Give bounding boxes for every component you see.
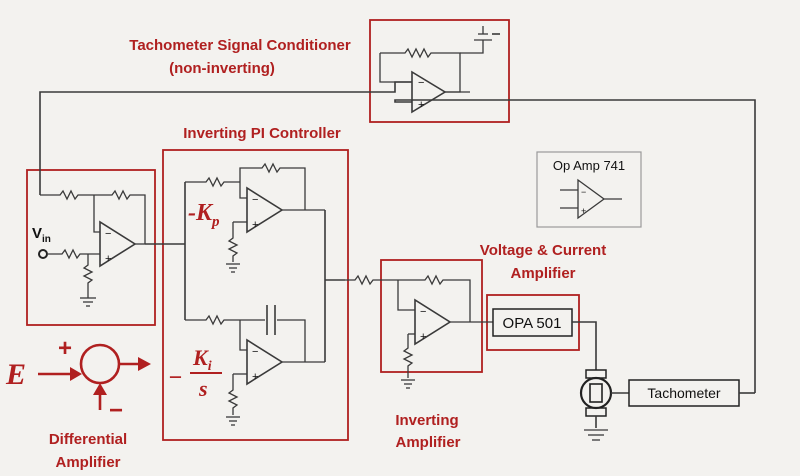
svg-text:−: − bbox=[252, 194, 258, 206]
tach-conditioner-box bbox=[369, 19, 510, 123]
voltage-current-title: Voltage & Current bbox=[480, 242, 606, 259]
ki-numerator: Ki bbox=[192, 345, 212, 374]
svg-text:+: + bbox=[252, 371, 258, 383]
minus-sign: − bbox=[109, 397, 123, 424]
inverting-ground bbox=[401, 379, 415, 389]
integral-ground bbox=[226, 416, 240, 426]
op-amp-legend-label: Op Amp 741 bbox=[553, 158, 625, 173]
differential-amp-title: Differential bbox=[49, 431, 127, 448]
op-amp-legend: Op Amp 741 − + bbox=[536, 151, 642, 228]
plus-sign: + bbox=[58, 335, 72, 362]
vin-terminal bbox=[38, 249, 48, 259]
differential-opamp: − + bbox=[99, 220, 137, 268]
differential-ground bbox=[80, 297, 96, 307]
differential-amp-box bbox=[26, 169, 156, 326]
opa501-label: OPA 501 bbox=[503, 315, 562, 332]
svg-text:−: − bbox=[418, 77, 424, 89]
tach-conditioner-opamp: − + bbox=[411, 70, 447, 114]
voltage-current-subtitle: Amplifier bbox=[510, 265, 575, 282]
differential-amp-subtitle: Amplifier bbox=[55, 454, 120, 471]
opa501-block bbox=[492, 308, 573, 337]
svg-text:−: − bbox=[420, 306, 426, 318]
vin-label: Vin bbox=[32, 225, 51, 245]
svg-text:+: + bbox=[252, 219, 258, 231]
kp-label: -Kp bbox=[188, 200, 220, 230]
svg-text:−: − bbox=[581, 187, 586, 197]
ki-sign: − bbox=[168, 365, 183, 391]
tach-conditioner-title: Tachometer Signal Conditioner bbox=[129, 37, 351, 54]
inverting-opamp: − + bbox=[414, 298, 452, 346]
tach-conditioner-ground-battery bbox=[474, 26, 500, 41]
svg-text:+: + bbox=[105, 253, 111, 265]
integrator-capacitor bbox=[266, 305, 276, 335]
proportional-opamp: − + bbox=[246, 186, 284, 234]
svg-text:+: + bbox=[420, 331, 426, 343]
tachometer-label: Tachometer bbox=[647, 385, 720, 401]
e-label: E bbox=[5, 358, 26, 391]
tach-conditioner-subtitle: (non-inverting) bbox=[169, 60, 275, 77]
motor-ground bbox=[584, 429, 608, 441]
svg-text:+: + bbox=[581, 206, 586, 216]
svg-text:−: − bbox=[252, 346, 258, 358]
ki-denominator: s bbox=[198, 376, 208, 401]
motor-symbol bbox=[579, 369, 629, 417]
svg-text:−: − bbox=[105, 228, 111, 240]
inverting-amp-subtitle: Amplifier bbox=[395, 434, 460, 451]
inverting-amp-title: Inverting bbox=[395, 412, 458, 429]
pi-controller-title: Inverting PI Controller bbox=[183, 125, 341, 142]
integral-opamp: − + bbox=[246, 338, 284, 386]
pi-controller-box bbox=[162, 149, 349, 441]
tachometer-block bbox=[628, 379, 740, 407]
svg-text:+: + bbox=[418, 99, 424, 111]
proportional-ground bbox=[226, 263, 240, 273]
summing-junction: E + − bbox=[5, 335, 151, 424]
summer-circle bbox=[79, 343, 121, 385]
inverting-amp-box bbox=[380, 259, 483, 373]
